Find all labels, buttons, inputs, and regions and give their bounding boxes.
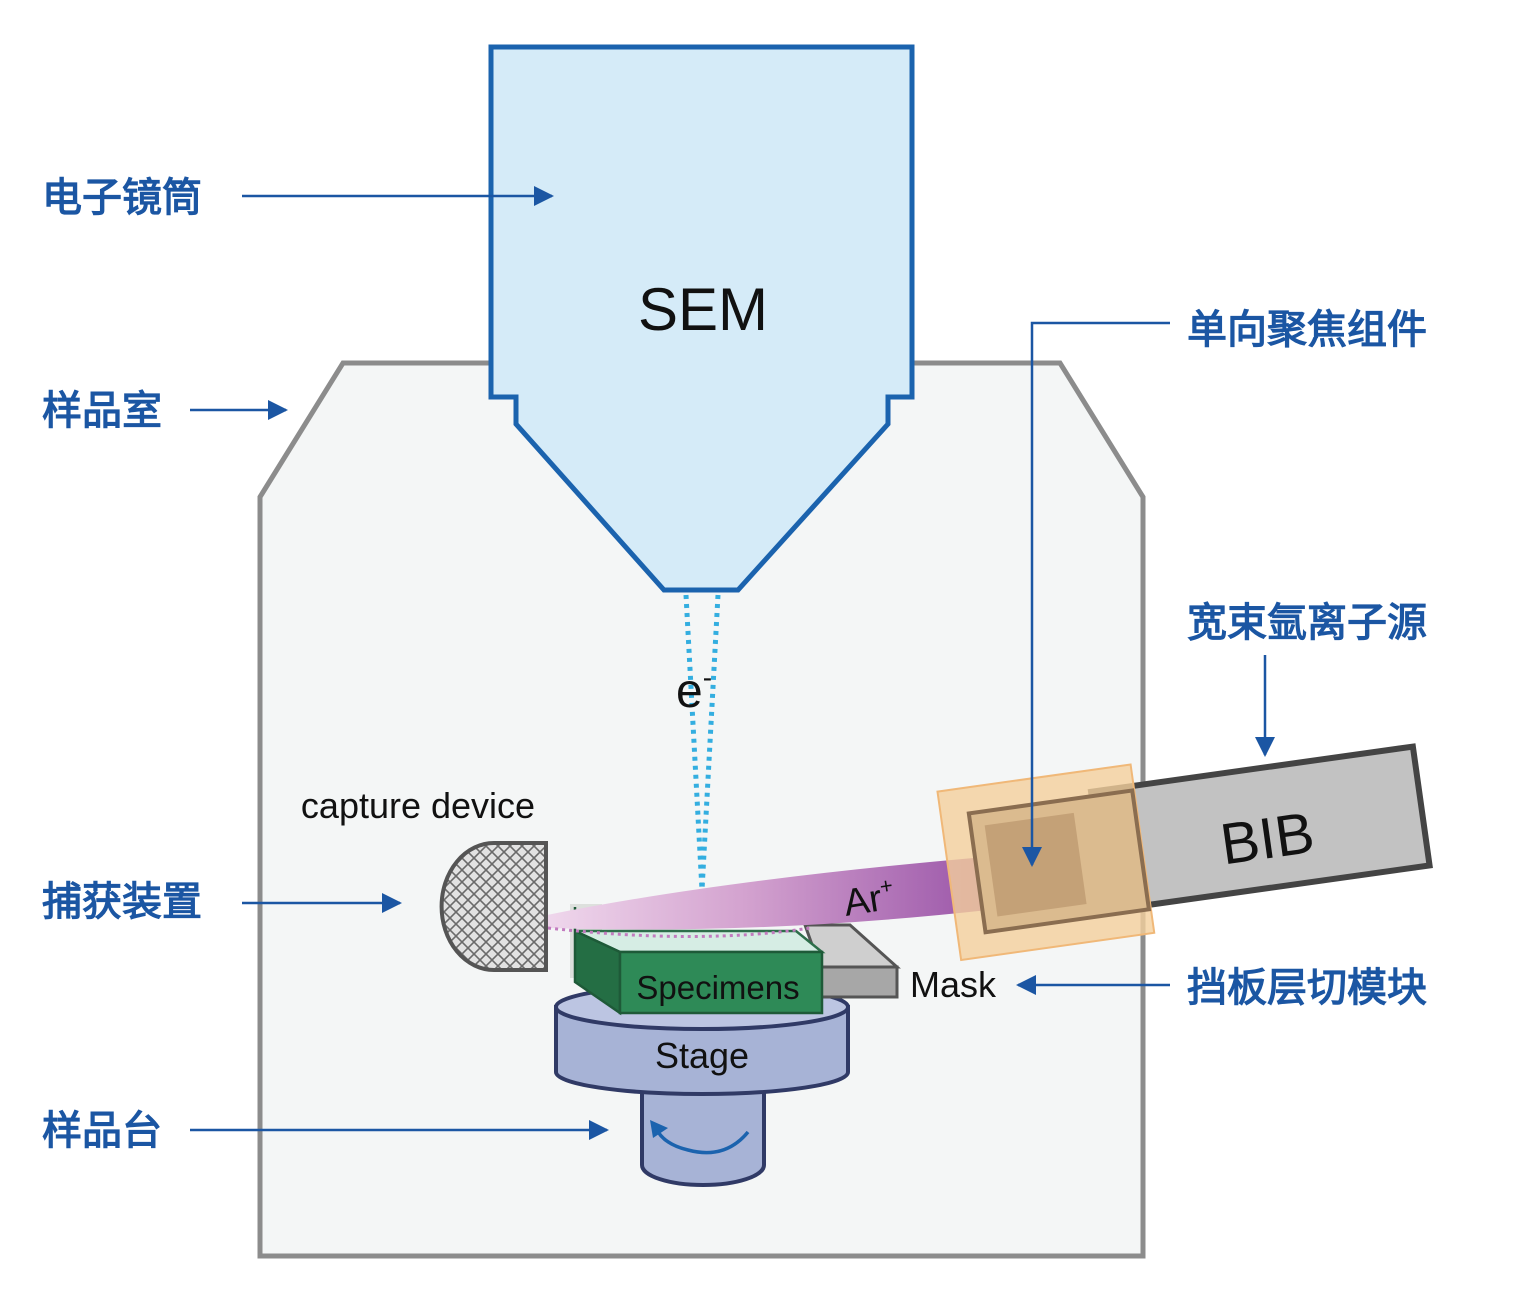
bib-label: BIB (1216, 800, 1318, 877)
capture-device (439, 841, 548, 972)
specimens-label: Specimens (636, 969, 799, 1006)
rotation-arrow-icon (654, 1127, 750, 1155)
specimen-block (570, 904, 826, 1016)
electron-label: e- (676, 662, 712, 718)
sem-label: SEM (638, 276, 768, 343)
stage-label: Stage (655, 1035, 749, 1076)
capture-device-label: capture device (301, 785, 535, 826)
label-electron-column: 电子镜筒 (42, 175, 202, 221)
electron-beam (683, 594, 721, 891)
label-argon-source: 宽束氩离子源 (1187, 600, 1427, 646)
mask-block (802, 923, 901, 999)
sem-column (488, 44, 915, 593)
annotation-arrows (190, 186, 1275, 1140)
argon-ion-beam (547, 857, 988, 930)
label-mask-module: 挡板层切模块 (1187, 965, 1427, 1011)
sample-chamber-outline (257, 360, 1146, 1259)
argon-label: Ar+ (840, 872, 897, 924)
focusing-assembly (936, 763, 1156, 962)
label-sample-chamber: 样品室 (42, 388, 162, 434)
label-sample-stage: 样品台 (42, 1108, 162, 1154)
label-focusing-assembly: 单向聚焦组件 (1187, 307, 1427, 353)
mask-label: Mask (910, 964, 997, 1005)
arrow-focusing-assembly (1022, 321, 1170, 867)
label-capture-unit: 捕获装置 (42, 879, 202, 925)
